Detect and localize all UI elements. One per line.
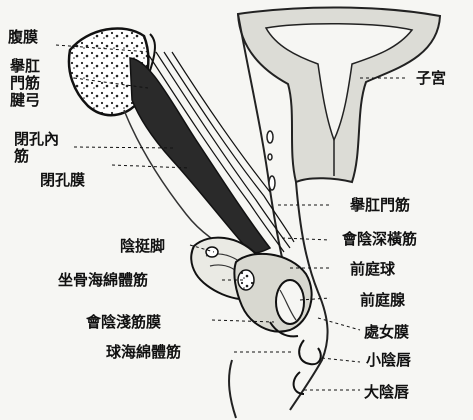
- label-obturator-internus: 閉孔內 筋: [14, 131, 59, 165]
- label-levator-ani: 擧肛門筋: [350, 197, 410, 214]
- label-labia-minora: 小陰唇: [366, 352, 411, 369]
- label-uterus: 子宮: [416, 70, 446, 87]
- label-obturator-membrane: 閉孔膜: [40, 172, 85, 189]
- label-levator-ani-tendon-arch: 擧肛 門筋 腱弓: [10, 58, 40, 109]
- obturator-internus-muscle: [130, 58, 270, 253]
- label-vestibular-gland: 前庭腺: [360, 292, 405, 309]
- label-superficial-perineal-fascia: 會陰淺筋膜: [86, 314, 161, 331]
- label-hymen: 處女膜: [364, 324, 409, 341]
- label-vestibular-bulb: 前庭球: [350, 261, 395, 278]
- label-clitoris-crus: 陰挺脚: [120, 238, 165, 255]
- label-bulbospongiosus: 球海綿體筋: [106, 344, 181, 361]
- label-peritoneum: 腹膜: [8, 29, 38, 46]
- label-deep-transverse-perineal: 會陰深橫筋: [342, 231, 417, 248]
- label-ischiocavernosus: 坐骨海綿體筋: [58, 272, 148, 289]
- label-labia-majora: 大陰唇: [364, 384, 409, 401]
